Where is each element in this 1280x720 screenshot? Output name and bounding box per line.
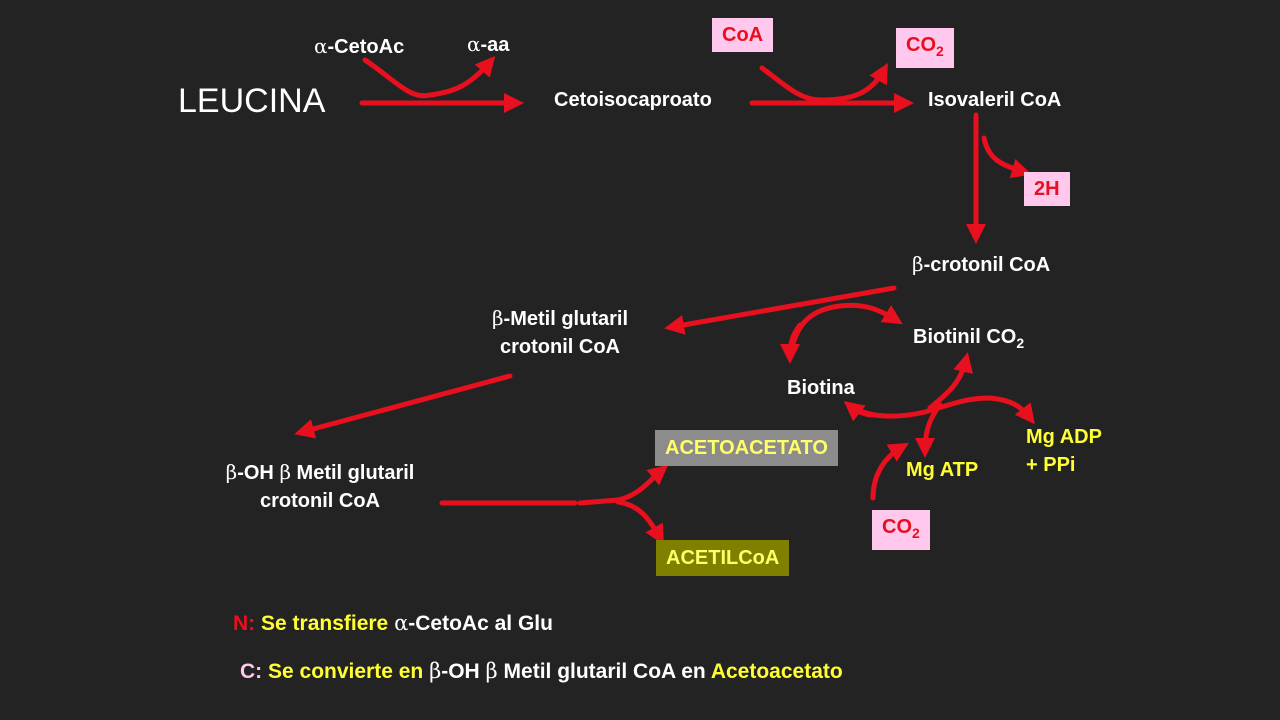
arrow-atp-cycle (852, 395, 1035, 425)
node-biotinil-co2: Biotinil CO2 (913, 326, 1025, 351)
arrow-to-biotinil (927, 352, 973, 411)
arrow-biotinil-to-biotina (780, 322, 803, 364)
arrow-metilglutaril-to-oh (294, 373, 513, 439)
arrow-to-biotina (843, 401, 873, 422)
box-coa: CoA (712, 18, 774, 52)
node-isovaleril-coa: Isovaleril CoA (928, 89, 1062, 111)
box-co2-bottom: CO2 (872, 510, 930, 550)
arrow-to-acetoacetato (615, 464, 669, 503)
node-cetoisocaproato: Cetoisocaproato (554, 89, 712, 111)
note-n: N: Se transfiere α-CetoAc al Glu (233, 611, 553, 635)
note-c: C: Se convierte en β-OH β Metil glutaril… (240, 659, 843, 683)
node-mg-atp: Mg ATP (906, 459, 979, 481)
node-alpha-aa: α-aa (467, 32, 510, 56)
arrow-split-stem (577, 497, 621, 506)
node-leucina: LEUCINA (178, 82, 326, 120)
arrow-to-mgatp (915, 402, 943, 458)
node-metil-glutaril: β-Metil glutaril crotonil CoA (491, 306, 629, 358)
node-mg-adp: Mg ADP + PPi (1026, 426, 1102, 476)
arrow-crotonil-to-metilglutaril (664, 285, 897, 335)
node-biotina: Biotina (787, 377, 855, 399)
arrow-biotina-biotinil (787, 302, 903, 359)
box-co2-top: CO2 (896, 28, 954, 68)
node-alpha-cetoac: α-CetoAc (314, 34, 405, 58)
node-oh-metil-glutaril: β-OH β Metil glutaril crotonil CoA (225, 460, 415, 512)
arrow-transamination (362, 55, 496, 99)
box-2h: 2H (1024, 172, 1070, 206)
arrow-2h (981, 135, 1032, 179)
arrow-co2-bottom (870, 442, 909, 501)
arrow-coa-co2 (759, 63, 888, 103)
box-acetilcoa: ACETILCoA (656, 540, 790, 576)
box-acetoacetato: ACETOACETATO (655, 430, 838, 466)
arrow-to-acetilcoa (615, 499, 664, 545)
node-crotonil-coa: β-crotonil CoA (912, 252, 1051, 276)
